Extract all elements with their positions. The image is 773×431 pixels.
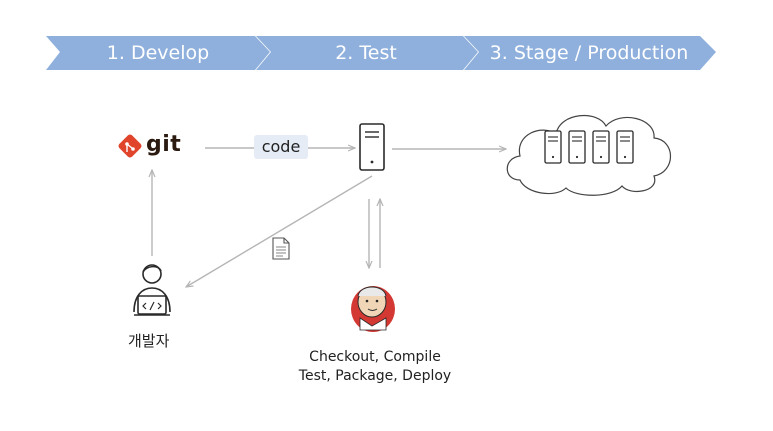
stage-label-develop: 1. Develop (106, 42, 210, 64)
stage-chevron-test (256, 36, 478, 70)
cloud-server-icon-1 (544, 130, 562, 164)
git-wordmark: git (146, 132, 182, 157)
git-logo-icon (118, 134, 142, 158)
stage-chevron-develop (46, 36, 270, 70)
cloud-server-icon-4 (616, 130, 634, 164)
code-label: code (254, 135, 308, 159)
arrow-server-to-developer (186, 175, 373, 287)
jenkins-steps-line-2: Test, Package, Deploy (298, 368, 452, 384)
cloud-icon (506, 114, 671, 196)
developer-icon (133, 264, 171, 316)
build-server-icon (359, 123, 385, 171)
jenkins-steps-line-1: Checkout, Compile (309, 349, 441, 365)
developer-label: 개발자 (128, 332, 170, 350)
stage-label-test: 2. Test (335, 42, 397, 64)
stage-label-production: 3. Stage / Production (489, 42, 689, 64)
stage-chevron-production (464, 36, 716, 70)
document-icon (272, 237, 290, 260)
cloud-server-icon-2 (568, 130, 586, 164)
cloud-server-icon-3 (592, 130, 610, 164)
jenkins-steps-label: Checkout, Compile Test, Package, Deploy (290, 348, 460, 386)
jenkins-logo-icon (351, 286, 395, 332)
